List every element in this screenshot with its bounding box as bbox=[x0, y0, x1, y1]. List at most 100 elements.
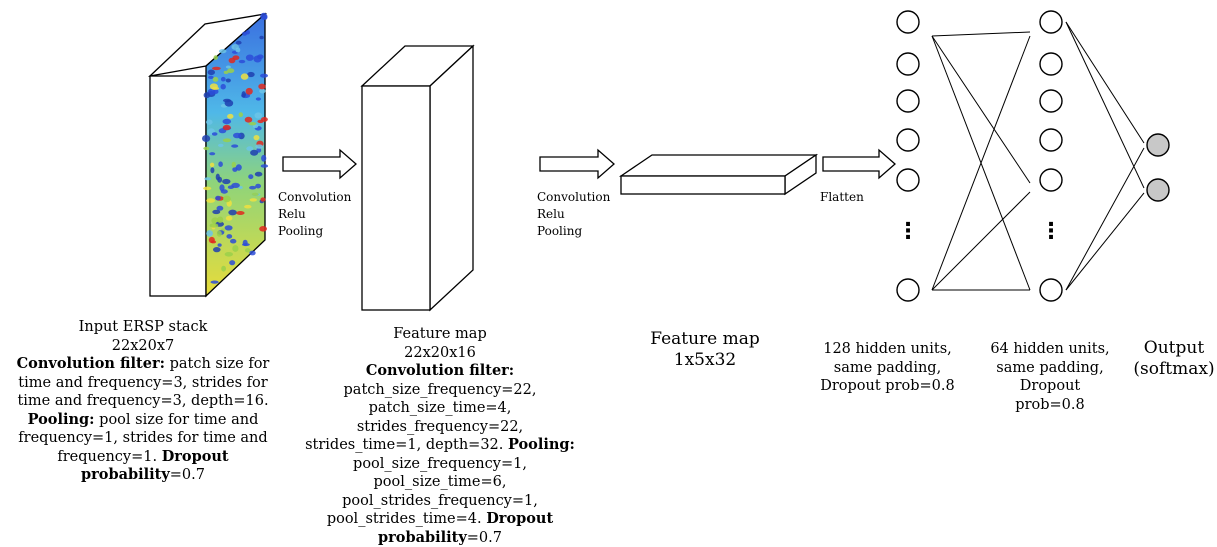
heatmap-blob bbox=[242, 32, 247, 36]
heatmap-blob bbox=[225, 252, 233, 257]
heatmap-blob bbox=[248, 174, 253, 179]
input-dropout-line: probability=0.7 bbox=[2, 466, 284, 485]
dense1-ellipsis: ⋮ bbox=[897, 219, 919, 244]
heatmap-blob bbox=[246, 55, 254, 61]
output-neuron bbox=[1147, 179, 1169, 201]
heatmap-blob bbox=[213, 77, 219, 82]
op1-convolution-text: Convolution bbox=[278, 189, 351, 206]
heatmap-blob bbox=[227, 68, 234, 73]
input-pool-line1: Pooling: pool size for time and bbox=[2, 411, 284, 430]
dense1-caption: 128 hidden units, same padding, Dropout … bbox=[810, 340, 965, 396]
neuron bbox=[897, 90, 919, 112]
heatmap-blob bbox=[229, 260, 235, 265]
heatmap-blob bbox=[214, 55, 218, 60]
heatmap-blob bbox=[223, 138, 231, 142]
feature2-title: Feature map bbox=[630, 329, 780, 350]
heatmap-blob bbox=[212, 210, 220, 214]
input-caption: Input ERSP stack 22x20x7 Convolution fil… bbox=[2, 318, 284, 485]
heatmap-blob bbox=[226, 234, 232, 239]
feature1-line1: patch_size_frequency=22, bbox=[290, 381, 590, 400]
heatmap-blob bbox=[225, 100, 234, 107]
heatmap-blob bbox=[242, 243, 250, 246]
heatmap-blob bbox=[202, 135, 210, 142]
feature1-line2: patch_size_time=4, strides_frequency=22, bbox=[290, 399, 590, 436]
heatmap-blob bbox=[215, 196, 221, 201]
heatmap-blob bbox=[218, 144, 224, 147]
heatmap-blob bbox=[242, 91, 246, 98]
heatmap-blob bbox=[223, 119, 232, 124]
neuron bbox=[897, 129, 919, 151]
input-conv-line3: time and frequency=3, depth=16. bbox=[2, 392, 284, 411]
heatmap-blob bbox=[221, 84, 226, 90]
heatmap-blob bbox=[221, 77, 226, 82]
neuron bbox=[1040, 129, 1062, 151]
input-dims: 22x20x7 bbox=[2, 337, 284, 356]
heatmap-blob bbox=[249, 251, 255, 256]
heatmap-blob bbox=[236, 41, 242, 45]
heatmap-blob bbox=[218, 243, 222, 246]
heatmap-blob bbox=[204, 177, 211, 180]
heatmap-blob bbox=[261, 155, 266, 162]
output-neuron bbox=[1147, 134, 1169, 156]
output-caption: Output (softmax) bbox=[1132, 338, 1216, 380]
heatmap-blob bbox=[258, 84, 265, 90]
dense2-ellipsis: ⋮ bbox=[1040, 219, 1062, 244]
feature1-line4: pool_size_frequency=1, pool_size_time=6, bbox=[290, 455, 590, 492]
heatmap-blob bbox=[212, 87, 219, 90]
heatmap-blob bbox=[233, 133, 241, 139]
dense-layer-1 bbox=[897, 11, 919, 301]
output-layer bbox=[1147, 134, 1169, 201]
feature1-dims: 22x20x16 bbox=[290, 344, 590, 363]
heatmap-blob bbox=[249, 186, 256, 190]
heatmap-blob bbox=[245, 117, 253, 123]
heatmap-blob bbox=[244, 205, 251, 209]
heatmap-blob bbox=[217, 217, 223, 223]
heatmap-blob bbox=[231, 144, 238, 147]
heatmap-blob bbox=[255, 172, 263, 177]
heatmap-blob bbox=[239, 112, 243, 117]
heatmap-blob bbox=[204, 92, 211, 98]
heatmap-blob bbox=[203, 187, 211, 191]
heatmap-blob bbox=[260, 197, 265, 201]
feature2-dims: 1x5x32 bbox=[630, 350, 780, 371]
heatmap-blob bbox=[203, 147, 209, 150]
heatmap-blob bbox=[259, 226, 267, 232]
heatmap-blob bbox=[236, 211, 244, 215]
heatmap-blob bbox=[212, 67, 221, 70]
heatmap-blob bbox=[221, 266, 226, 272]
heatmap-blob bbox=[232, 162, 236, 168]
input-title: Input ERSP stack bbox=[2, 318, 284, 337]
heatmap-blob bbox=[239, 60, 245, 63]
heatmap-blob bbox=[218, 161, 223, 167]
heatmap-blob bbox=[231, 44, 239, 50]
heatmap-blob bbox=[210, 223, 219, 227]
heatmap-blob bbox=[228, 210, 237, 216]
dense-connections bbox=[932, 22, 1144, 290]
heatmap-blob bbox=[250, 150, 258, 156]
heatmap-blob bbox=[208, 76, 214, 79]
heatmap-blob bbox=[206, 198, 215, 203]
heatmap-blob bbox=[241, 73, 249, 79]
heatmap-blob bbox=[225, 225, 233, 230]
neuron bbox=[1040, 90, 1062, 112]
heatmap-blob bbox=[206, 230, 213, 237]
heatmap-blob bbox=[259, 89, 265, 94]
neuron bbox=[897, 279, 919, 301]
feature-map-2-block bbox=[621, 155, 816, 194]
op2-pooling-text: Pooling bbox=[537, 223, 610, 240]
heatmap-blob bbox=[217, 231, 222, 237]
neuron bbox=[1040, 169, 1062, 191]
heatmap-blob bbox=[210, 163, 214, 168]
feature-map-2-caption: Feature map 1x5x32 bbox=[630, 329, 780, 371]
heatmap-blob bbox=[260, 13, 267, 20]
heatmap-blob bbox=[222, 179, 230, 184]
neuron bbox=[897, 53, 919, 75]
input-conv-line1: Convolution filter: patch size for bbox=[2, 355, 284, 374]
heatmap-blob bbox=[206, 120, 213, 125]
heatmap-blob bbox=[261, 164, 268, 168]
input-pool-line3: frequency=1. Dropout bbox=[2, 448, 284, 467]
heatmap-blob bbox=[227, 114, 233, 119]
feature1-title: Feature map bbox=[290, 325, 590, 344]
heatmap-blob bbox=[256, 97, 261, 100]
heatmap-blob bbox=[228, 185, 234, 189]
